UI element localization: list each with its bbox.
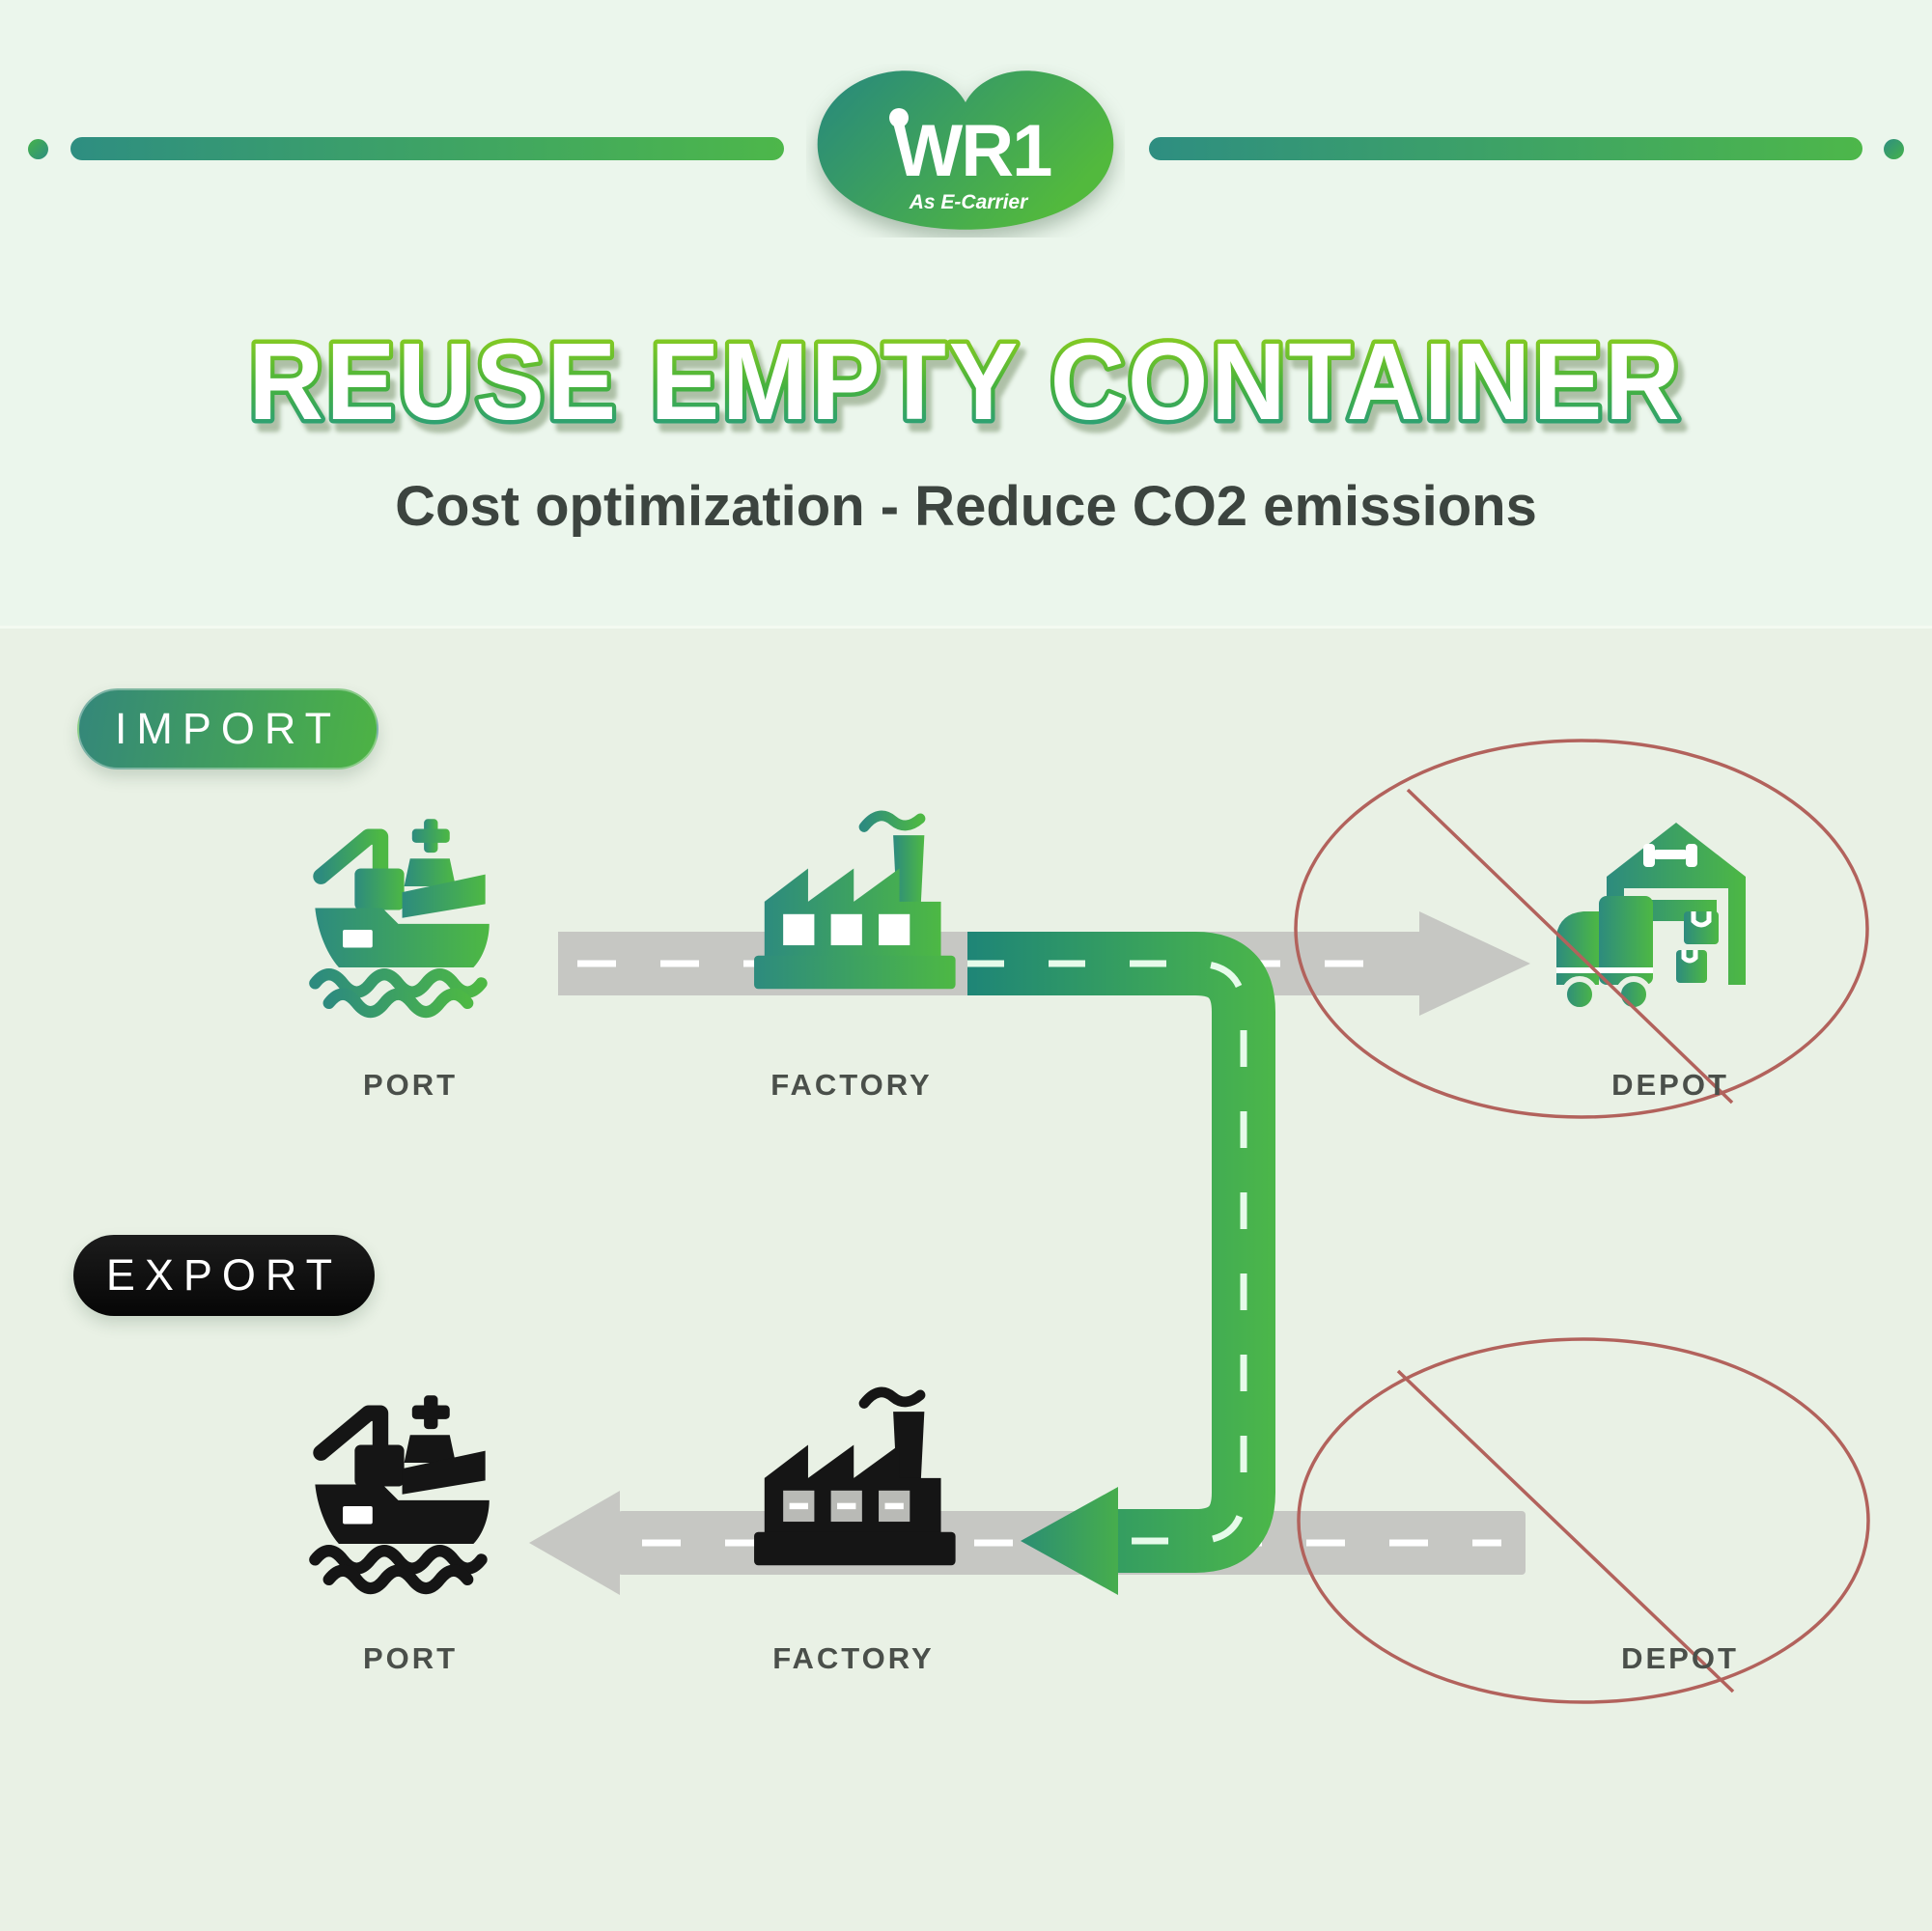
page-title-art: REUSE EMPTY CONTAINER bbox=[244, 317, 1684, 447]
brand-tagline: As E-Carrier bbox=[909, 191, 1029, 213]
export-depot-label: DEPOT bbox=[1621, 1641, 1739, 1675]
import-badge: IMPORT bbox=[77, 688, 378, 770]
header-right-dot-icon bbox=[1884, 139, 1904, 159]
export-badge: EXPORT bbox=[73, 1235, 375, 1316]
page-title: REUSE EMPTY CONTAINER bbox=[249, 321, 1683, 442]
export-factory-label: FACTORY bbox=[772, 1641, 935, 1675]
import-factory-label: FACTORY bbox=[770, 1068, 933, 1102]
header-left-dot-icon bbox=[28, 139, 48, 159]
brand-logo: WR1 As E-Carrier bbox=[817, 70, 1114, 230]
header-right-bar bbox=[1149, 137, 1862, 160]
logo-i-dot-icon bbox=[889, 108, 909, 127]
import-port-label: PORT bbox=[362, 1068, 459, 1102]
export-port-label: PORT bbox=[362, 1641, 459, 1675]
heart-logo-shape bbox=[817, 70, 1114, 230]
page-subtitle: Cost optimization - Reduce CO2 emissions bbox=[395, 475, 1537, 538]
brand-wordmark: WR1 bbox=[894, 110, 1052, 192]
header-left-bar bbox=[70, 137, 784, 160]
import-depot-label: DEPOT bbox=[1611, 1068, 1729, 1102]
